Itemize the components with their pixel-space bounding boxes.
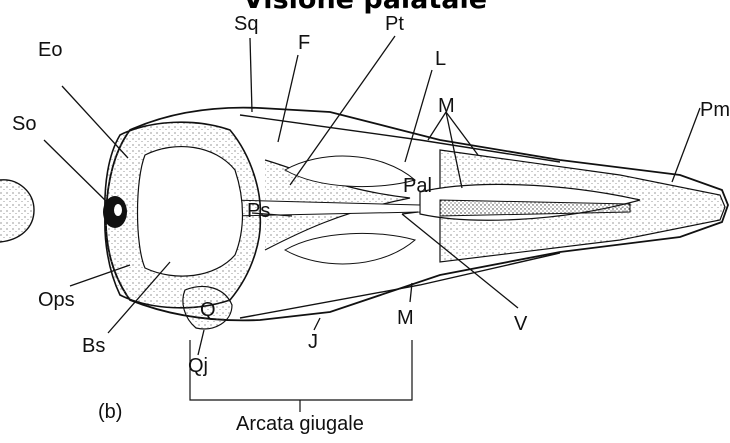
label-q: Q [200,300,216,320]
label-j: J [308,332,318,352]
label-qj: Qj [188,356,208,376]
panel-label: (b) [98,402,122,422]
vertebra-fragment [0,180,34,242]
label-sq: Sq [234,14,258,34]
label-v: V [514,314,527,334]
label-pt: Pt [385,14,404,34]
label-pal: Pal [403,176,432,196]
label-f: F [298,33,310,53]
label-eo: Eo [38,40,62,60]
label-so: So [12,114,36,134]
label-bs: Bs [82,336,105,356]
label-ps: Ps [247,201,270,221]
arch-bracket [190,340,412,412]
label-m-bottom: M [397,308,414,328]
arch-caption: Arcata giugale [236,414,364,434]
label-l: L [435,49,446,69]
label-m-top: M [438,96,455,116]
label-ops: Ops [38,290,75,310]
basisphenoid [138,147,243,277]
label-pm: Pm [700,100,730,120]
